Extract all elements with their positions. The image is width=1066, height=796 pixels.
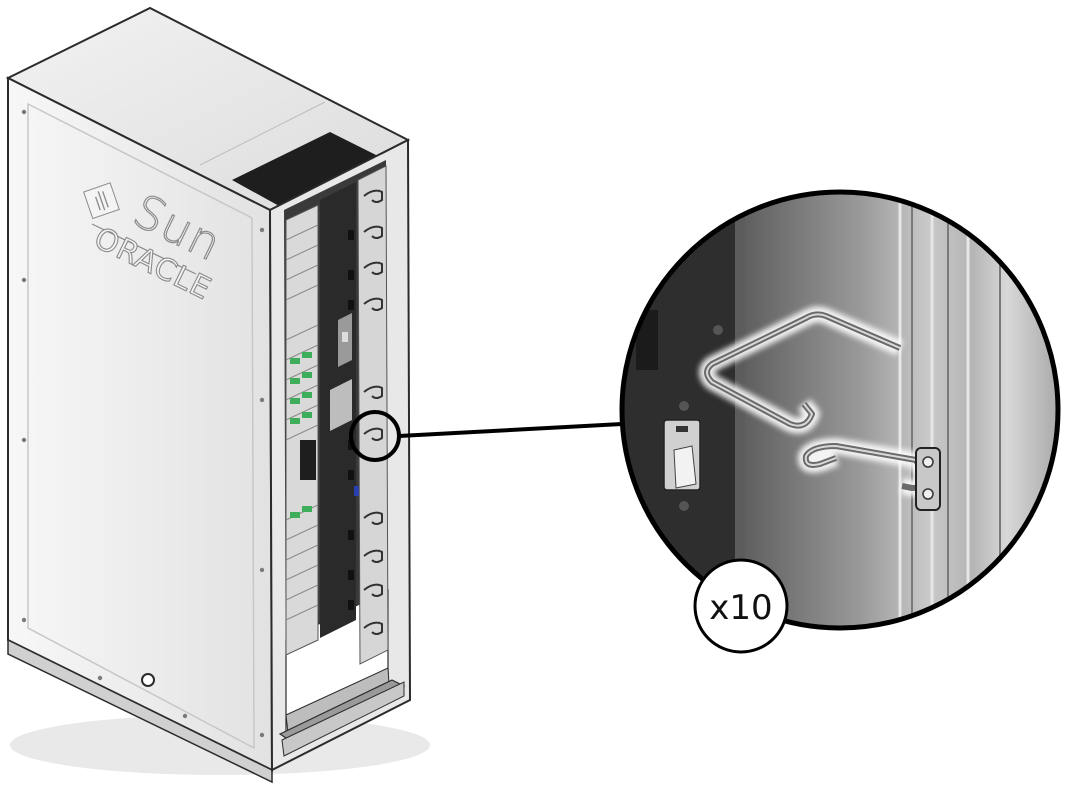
rail-cable-hooks xyxy=(363,189,383,635)
rack-cabinet: Sun ORACLE xyxy=(5,6,430,784)
vertical-rail xyxy=(357,165,389,665)
quantity-label: x10 xyxy=(709,588,772,628)
component-blue-indicator xyxy=(354,486,359,496)
zoom-circle-outline xyxy=(619,189,1061,631)
callout-leader-line xyxy=(398,422,623,438)
server-units xyxy=(285,204,319,656)
magnifier-callout-icon xyxy=(619,189,1061,631)
power-distribution-strips xyxy=(320,182,359,638)
quantity-badge: x10 xyxy=(693,558,789,654)
sun-logo-icon xyxy=(83,182,120,220)
side-panel-lock xyxy=(141,673,155,687)
cable-hook-icon xyxy=(699,306,941,511)
side-panel-screws xyxy=(21,109,265,738)
cabinet-top-vent xyxy=(232,132,390,212)
component-green-indicators xyxy=(290,352,312,518)
